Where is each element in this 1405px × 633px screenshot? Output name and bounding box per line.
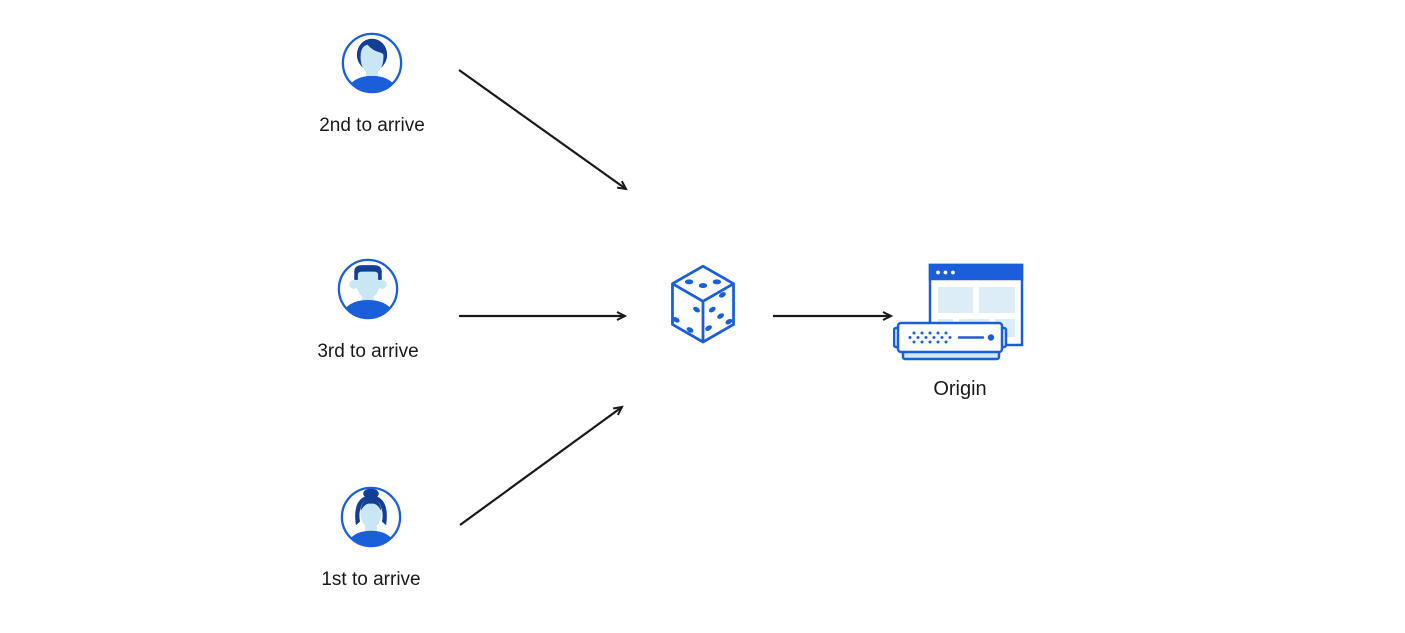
man-wavy-hair-avatar-icon: [341, 32, 403, 94]
client-label-1st: 1st to arrive: [321, 569, 421, 590]
arrow-client-2nd-to-dice: [458, 69, 628, 191]
client-node-2nd-to-arrive: 2nd to arrive: [302, 30, 442, 138]
man-flat-top-hair-avatar-icon: [337, 258, 399, 320]
arrow-client-1st-to-dice: [459, 405, 624, 526]
woman-bun-hair-avatar-icon: [340, 486, 402, 548]
origin-node: Origin: [893, 262, 1027, 401]
client-label-2nd: 2nd to arrive: [319, 115, 425, 136]
client-node-3rd-to-arrive: 3rd to arrive: [298, 256, 438, 364]
client-label-3rd: 3rd to arrive: [317, 341, 419, 362]
client-node-1st-to-arrive: 1st to arrive: [301, 484, 441, 592]
origin-label: Origin: [933, 378, 987, 400]
dice-node: [666, 262, 740, 348]
origin-browser-and-server-icon: [893, 263, 1024, 361]
dice-icon: [671, 264, 735, 344]
server-icon: [893, 321, 1008, 361]
